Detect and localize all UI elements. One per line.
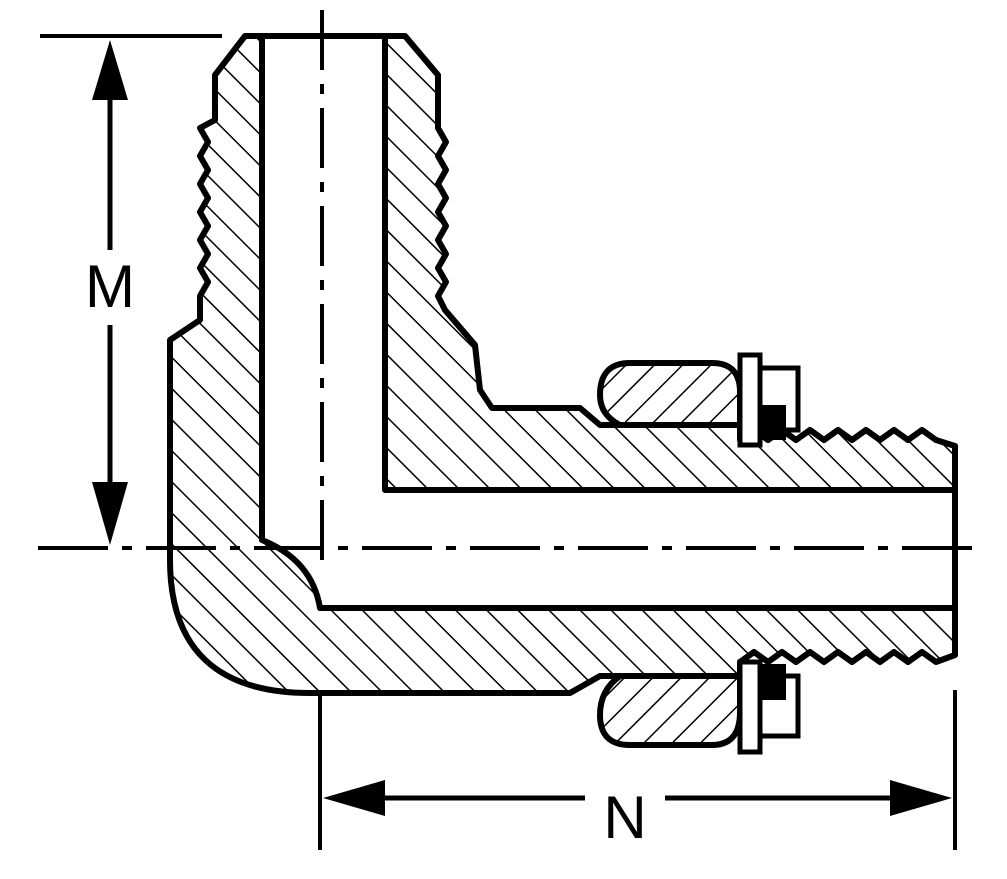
dim-n-label: N	[603, 784, 646, 851]
washer-lower	[737, 659, 763, 755]
dim-m-arrow-up	[92, 40, 128, 100]
locknut-upper	[597, 360, 743, 428]
dim-m-label: M	[85, 253, 135, 320]
dim-n-arrow-left	[323, 780, 385, 816]
fitting-bore	[259, 33, 958, 611]
o-ring-upper	[762, 405, 786, 440]
washer-upper	[737, 352, 763, 448]
dim-n-arrow-right	[890, 780, 952, 816]
o-ring-lower	[762, 664, 786, 700]
locknut-lower	[597, 673, 743, 748]
dim-m-arrow-down	[92, 482, 128, 545]
